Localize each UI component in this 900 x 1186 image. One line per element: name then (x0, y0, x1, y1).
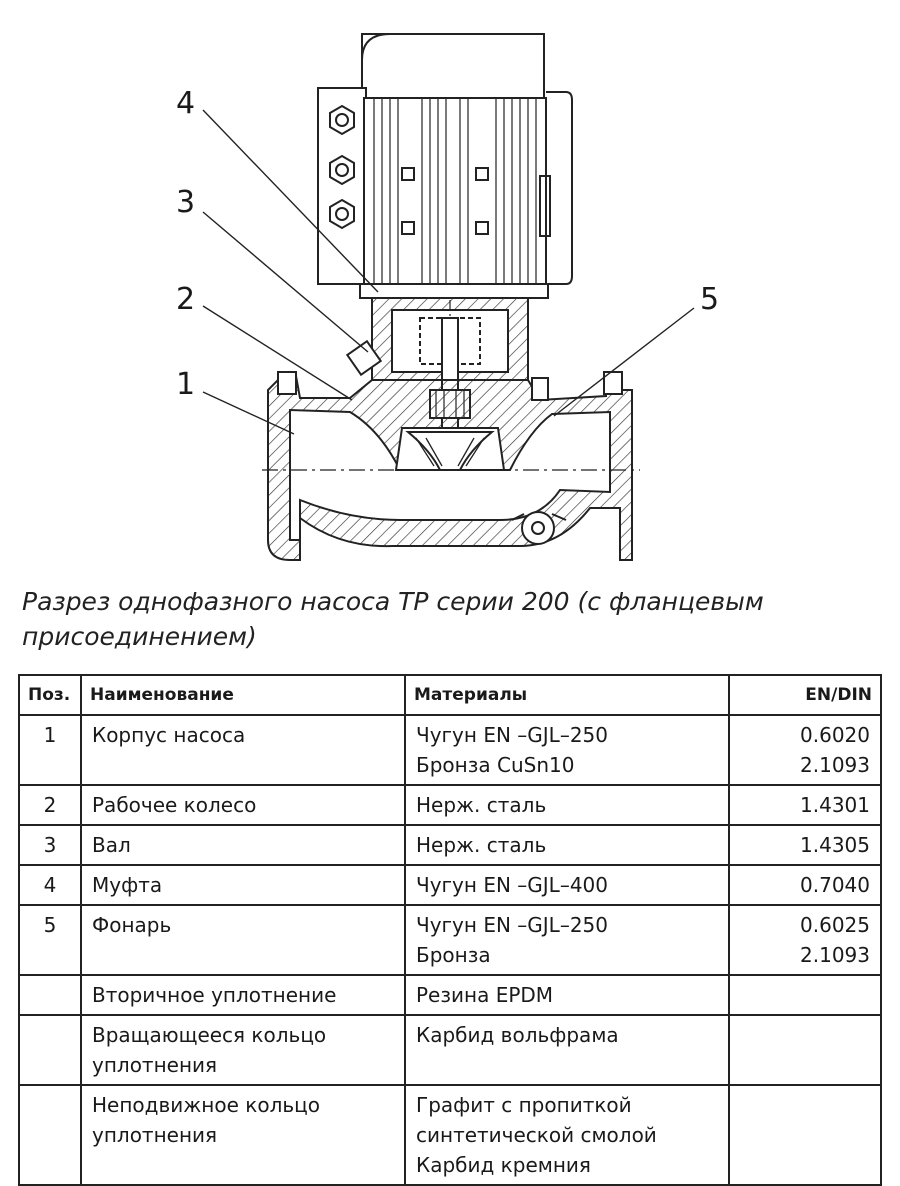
row-en-din-line: 2.1093 (800, 753, 870, 777)
row-materials: Карбид вольфрама (404, 1014, 730, 1086)
callout-3: 3 (176, 185, 196, 220)
row-materials-line: Карбид кремния (416, 1153, 591, 1177)
table-header-row: Поз. Наименование Материалы EN/DIN (18, 674, 882, 716)
row-materials: Нерж. сталь (404, 784, 730, 826)
row-name-line: Рабочее колесо (92, 793, 257, 817)
table-row: 2 Рабочее колесо Нерж. сталь 1.4301 (18, 784, 882, 826)
row-name: Корпус насоса (80, 714, 406, 786)
row-name-line: Неподвижное кольцо уплотнения (92, 1093, 320, 1147)
pump-cross-section-drawing (202, 33, 695, 561)
row-en-din (728, 1014, 882, 1086)
row-materials-line: Бронза (416, 943, 491, 967)
row-name-line: Фонарь (92, 913, 172, 937)
row-name: Рабочее колесо (80, 784, 406, 826)
callout-4: 4 (176, 86, 196, 121)
table-row: Вращающееся кольцо уплотнения Карбид воль… (18, 1014, 882, 1086)
row-name: Вторичное уплотнение (80, 974, 406, 1016)
row-materials-line: Бронза CuSn10 (416, 753, 575, 777)
row-name-line: Вторичное уплотнение (92, 983, 337, 1007)
row-name-line: Корпус насоса (92, 723, 246, 747)
row-pos: 2 (18, 784, 82, 826)
row-pos: 1 (18, 714, 82, 786)
row-materials-line: Чугун EN –GJL–400 (416, 873, 608, 897)
row-en-din: 1.4305 (728, 824, 882, 866)
row-name-line: Вращающееся кольцо уплотнения (92, 1023, 327, 1077)
row-en-din (728, 1084, 882, 1186)
row-en-din-line: 1.4301 (800, 793, 870, 817)
parts-materials-table: Поз. Наименование Материалы EN/DIN 1 Корп… (18, 674, 882, 1186)
row-materials-line: Чугун EN –GJL–250 (416, 913, 608, 937)
row-name: Муфта (80, 864, 406, 906)
figure-caption: Разрез однофазного насоса TP серии 200 (… (22, 587, 764, 651)
row-name: Вал (80, 824, 406, 866)
header-materials: Материалы (404, 674, 730, 716)
row-pos: 4 (18, 864, 82, 906)
table-row: Неподвижное кольцо уплотнения Графит с пр… (18, 1084, 882, 1186)
row-pos (18, 974, 82, 1016)
header-pos: Поз. (18, 674, 82, 716)
row-materials: Резина EPDM (404, 974, 730, 1016)
row-en-din: 0.7040 (728, 864, 882, 906)
row-en-din-line: 2.1093 (800, 943, 870, 967)
row-materials-line: Нерж. сталь (416, 793, 547, 817)
row-pos (18, 1084, 82, 1186)
row-materials-line: Нерж. сталь (416, 833, 547, 857)
table-row: Вторичное уплотнение Резина EPDM (18, 974, 882, 1016)
table-row: 4 Муфта Чугун EN –GJL–400 0.7040 (18, 864, 882, 906)
row-en-din-line: 0.7040 (800, 873, 870, 897)
row-en-din: 0.6020 2.1093 (728, 714, 882, 786)
row-materials-line: Графит с пропиткой синтетической смолой (416, 1093, 657, 1147)
row-materials: Нерж. сталь (404, 824, 730, 866)
row-materials-line: Резина EPDM (416, 983, 554, 1007)
row-materials-line: Карбид вольфрама (416, 1023, 619, 1047)
row-name: Вращающееся кольцо уплотнения (80, 1014, 406, 1086)
row-materials: Чугун EN –GJL–400 (404, 864, 730, 906)
callout-5: 5 (700, 282, 720, 317)
row-pos: 3 (18, 824, 82, 866)
row-en-din (728, 974, 882, 1016)
table-row: 3 Вал Нерж. сталь 1.4305 (18, 824, 882, 866)
row-materials-line: Чугун EN –GJL–250 (416, 723, 608, 747)
header-en-din: EN/DIN (728, 674, 882, 716)
row-pos (18, 1014, 82, 1086)
row-en-din-line: 0.6020 (800, 723, 870, 747)
header-name: Наименование (80, 674, 406, 716)
row-name-line: Вал (92, 833, 131, 857)
row-en-din: 0.6025 2.1093 (728, 904, 882, 976)
row-name-line: Муфта (92, 873, 163, 897)
row-en-din-line: 0.6025 (800, 913, 870, 937)
row-en-din-line: 1.4305 (800, 833, 870, 857)
row-pos: 5 (18, 904, 82, 976)
row-en-din: 1.4301 (728, 784, 882, 826)
row-name: Фонарь (80, 904, 406, 976)
callout-1: 1 (176, 367, 196, 402)
row-name: Неподвижное кольцо уплотнения (80, 1084, 406, 1186)
callout-2: 2 (176, 282, 196, 317)
